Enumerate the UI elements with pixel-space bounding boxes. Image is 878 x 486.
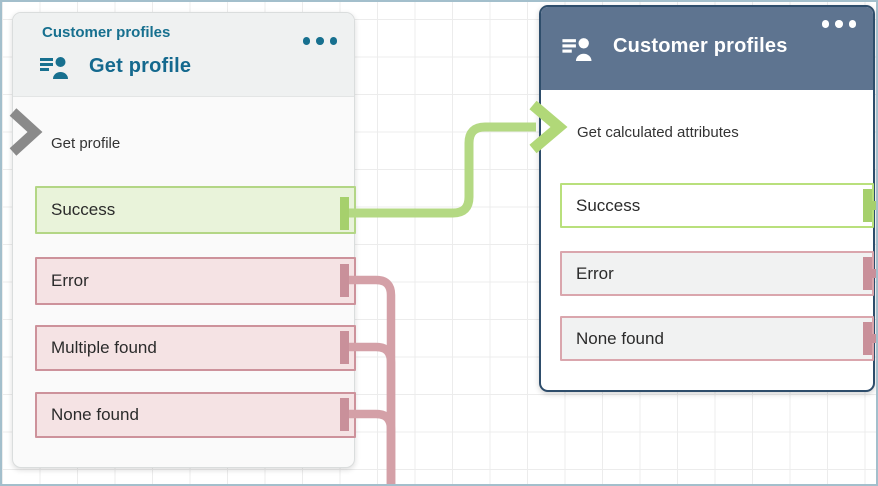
- node-get-calculated-attributes[interactable]: Customer profiles Get calculated attribu…: [539, 5, 875, 392]
- branch-label: Error: [576, 263, 614, 283]
- branch-label: Success: [51, 200, 116, 219]
- node-get-profile[interactable]: Customer profiles Get profile Get profil…: [12, 12, 356, 468]
- branch-label: None found: [51, 405, 139, 424]
- output-branch-error[interactable]: Error: [560, 251, 874, 296]
- action-label: Get profile: [51, 135, 121, 152]
- action-label: Get calculated attributes: [577, 124, 739, 141]
- node-header-selected: Customer profiles: [541, 7, 873, 90]
- customer-profiles-icon: [561, 35, 595, 62]
- output-branch-success[interactable]: Success: [560, 183, 874, 228]
- node-get-profile-header: Customer profiles Get profile: [13, 13, 354, 97]
- ellipsis-menu-icon[interactable]: [821, 20, 856, 28]
- branch-label: None found: [576, 328, 664, 348]
- output-branch-multiple-found[interactable]: Multiple found: [35, 325, 356, 371]
- success-connection-line[interactable]: [348, 122, 536, 218]
- output-branch-error[interactable]: Error: [35, 257, 356, 305]
- branch-label: Error: [51, 271, 89, 290]
- output-branch-none-found[interactable]: None found: [560, 316, 874, 361]
- branch-label: Success: [576, 195, 641, 215]
- category-label: Customer profiles: [42, 24, 171, 41]
- output-branch-success[interactable]: Success: [35, 186, 356, 234]
- node-title: Customer profiles: [613, 35, 788, 57]
- customer-profiles-icon: [40, 54, 70, 80]
- branch-label: Multiple found: [51, 338, 157, 357]
- ellipsis-menu-icon[interactable]: [302, 37, 337, 45]
- output-branch-none-found[interactable]: None found: [35, 392, 356, 438]
- node-title: Get profile: [89, 55, 192, 77]
